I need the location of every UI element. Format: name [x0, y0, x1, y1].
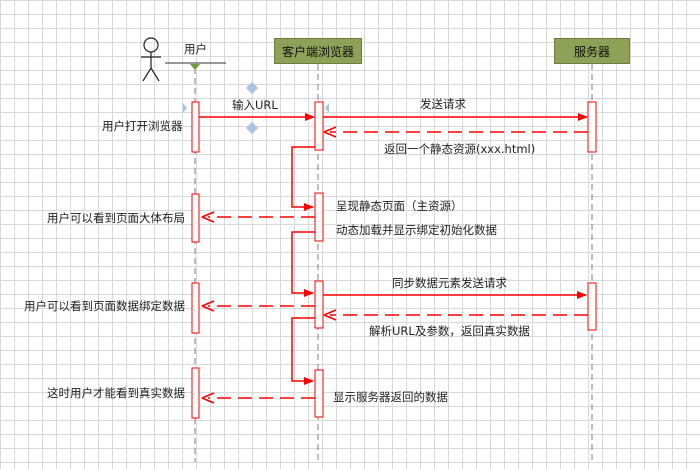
msg-return-static-label: 返回一个静态资源(xxx.html) — [384, 142, 536, 156]
msg-dynamic-load-label: 动态加载并显示绑定初始化数据 — [336, 223, 497, 237]
participant-server-label: 服务器 — [573, 45, 610, 59]
selection-marker-icon — [190, 64, 200, 70]
activation-user-1 — [191, 101, 200, 153]
note-see-layout: 用户可以看到页面大体布局 — [47, 211, 185, 225]
participant-server-box[interactable]: 服务器 — [554, 38, 630, 64]
msg-input-url-label[interactable]: 输入URL — [232, 98, 278, 112]
msg-real-data-head — [201, 392, 215, 404]
msg-parse-return-label: 解析URL及参数，返回真实数据 — [369, 324, 530, 338]
note-see-real-data: 这时用户才能看到真实数据 — [47, 386, 185, 400]
msg-parse-return-head — [323, 309, 337, 321]
activation-client-1 — [314, 101, 324, 151]
activation-user-2 — [191, 193, 200, 243]
msg-display-data-label: 显示服务器返回的数据 — [333, 390, 448, 404]
actor-user-label: 用户 — [184, 42, 207, 56]
msg-sync-request-label: 同步数据元素发送请求 — [392, 276, 507, 290]
participant-client-label: 客户端浏览器 — [281, 45, 354, 59]
participant-client-box[interactable]: 客户端浏览器 — [274, 38, 362, 64]
stick-figure-icon — [141, 37, 161, 82]
activation-server-2 — [587, 282, 597, 331]
msg-send-request-label: 发送请求 — [420, 97, 466, 111]
note-open-browser: 用户打开浏览器 — [102, 119, 183, 133]
self-call-render — [291, 146, 315, 211]
self-call-load — [291, 231, 315, 297]
self-call-display — [291, 317, 315, 385]
activation-server-1 — [587, 101, 597, 153]
resize-handles[interactable] — [183, 82, 329, 134]
msg-render-static-label: 呈现静态页面（主资源） — [336, 199, 463, 213]
activation-client-2 — [314, 192, 324, 242]
note-see-binding: 用户可以看到页面数据绑定数据 — [24, 299, 185, 313]
msg-binding-head — [201, 300, 215, 312]
activation-client-4 — [314, 369, 324, 418]
msg-layout-head — [201, 211, 215, 223]
activation-user-3 — [191, 282, 200, 334]
activation-user-4 — [191, 367, 200, 419]
activation-client-3 — [314, 280, 324, 329]
msg-return-static-head — [323, 126, 337, 138]
